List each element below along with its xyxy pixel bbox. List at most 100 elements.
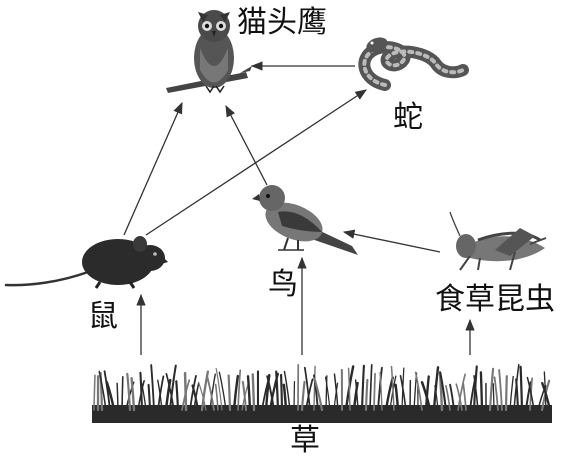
grass-blade	[373, 372, 376, 411]
grass-blade	[313, 377, 324, 412]
grass-blade	[105, 380, 116, 412]
grass-blade	[493, 376, 499, 411]
grass-blade	[164, 378, 172, 412]
grass-blade	[147, 383, 152, 412]
grass-blade	[379, 371, 383, 411]
bird-label: 鸟	[268, 267, 298, 302]
grass-blade	[509, 375, 514, 411]
grass-blade	[175, 380, 180, 412]
grass-blade	[462, 382, 467, 411]
grass-icon	[92, 363, 552, 423]
grass-blade	[139, 371, 144, 412]
grass-blade	[183, 371, 188, 412]
grass-blade	[214, 383, 219, 411]
owl-icon	[166, 10, 252, 94]
grass-blade	[283, 370, 291, 411]
grass-blade	[103, 370, 111, 411]
grass-blade	[209, 373, 216, 411]
grass-blade	[394, 383, 400, 412]
grass-blade	[241, 380, 247, 411]
grass-blade	[455, 383, 463, 411]
grass-blade	[93, 374, 96, 411]
grass-blade	[157, 375, 165, 411]
grass-blade	[232, 374, 240, 412]
grass-blade	[352, 381, 359, 412]
grass-blade	[246, 375, 252, 412]
grass-blade	[121, 375, 124, 411]
arrow-insect-to-bird	[342, 229, 441, 253]
grass-blade	[168, 364, 177, 412]
grass-blade	[126, 372, 132, 412]
grass-blade	[377, 366, 383, 411]
grass-blade	[390, 365, 395, 411]
grass-blade	[525, 381, 532, 411]
mouse-icon	[4, 236, 168, 289]
grass-blade	[282, 383, 288, 412]
grass-blade	[504, 375, 508, 412]
grass-blade	[333, 382, 339, 411]
grass-blade	[130, 377, 136, 412]
grass-blade	[457, 373, 466, 411]
grass-blade	[420, 381, 432, 412]
grass-blade	[414, 371, 423, 411]
grass-label: 草	[290, 423, 320, 458]
grass-blade	[449, 383, 455, 411]
grass-blade	[434, 384, 439, 411]
grass-blade	[116, 382, 119, 411]
mouse-label: 鼠	[88, 299, 118, 334]
grass-blade	[333, 373, 339, 411]
grass-blade	[218, 371, 227, 411]
grass-blade	[303, 366, 311, 411]
grass-blade	[98, 370, 107, 411]
grass-blade	[399, 375, 407, 411]
grass-blade	[488, 367, 495, 412]
grass-blade	[369, 364, 373, 411]
grass-blade	[519, 365, 524, 412]
grass-blade	[313, 365, 316, 411]
grass-blade	[439, 371, 448, 412]
grass-blade	[189, 375, 197, 411]
grass-blade	[424, 375, 430, 412]
arrow-bird-to-owl	[225, 104, 268, 186]
grass-blade	[492, 383, 495, 411]
insect-label: 食草昆虫	[435, 282, 555, 317]
grass-blade	[237, 369, 242, 411]
grass-blade	[324, 376, 331, 411]
grass-blade	[498, 369, 503, 411]
arrows	[123, 61, 475, 355]
grass-blade	[266, 375, 275, 411]
grass-blade	[473, 375, 479, 411]
grass-blade	[280, 373, 284, 412]
grass-blade	[150, 364, 155, 411]
grass-blade	[227, 374, 232, 412]
grass-blade	[445, 384, 451, 411]
grass-blade	[197, 381, 207, 411]
grass-blade	[347, 367, 351, 411]
snake-icon	[358, 37, 469, 91]
grass-blade	[205, 374, 215, 411]
grass-blade	[251, 373, 256, 412]
grass-blade	[364, 378, 369, 412]
grass-blade	[275, 370, 280, 412]
grass-blade	[140, 382, 147, 411]
grass-blade	[515, 378, 520, 412]
grasshopper-icon	[449, 211, 547, 271]
grass-blade	[354, 379, 359, 411]
grass-blade	[300, 380, 306, 412]
owl-label: 猫头鹰	[237, 5, 327, 40]
grass-blade	[526, 376, 535, 411]
bird-icon	[252, 185, 358, 255]
grass-blade	[165, 372, 175, 411]
grass-blade	[191, 384, 200, 412]
arrow-mouse-to-owl	[123, 101, 183, 236]
grass-blade	[360, 364, 365, 412]
snake-label: 蛇	[393, 100, 423, 135]
grass-blade	[541, 381, 552, 412]
grass-blade	[479, 371, 484, 412]
grass-blade	[264, 373, 271, 412]
grass-blade	[157, 379, 163, 411]
grass-blade	[215, 368, 223, 411]
grass-blade	[325, 375, 328, 411]
